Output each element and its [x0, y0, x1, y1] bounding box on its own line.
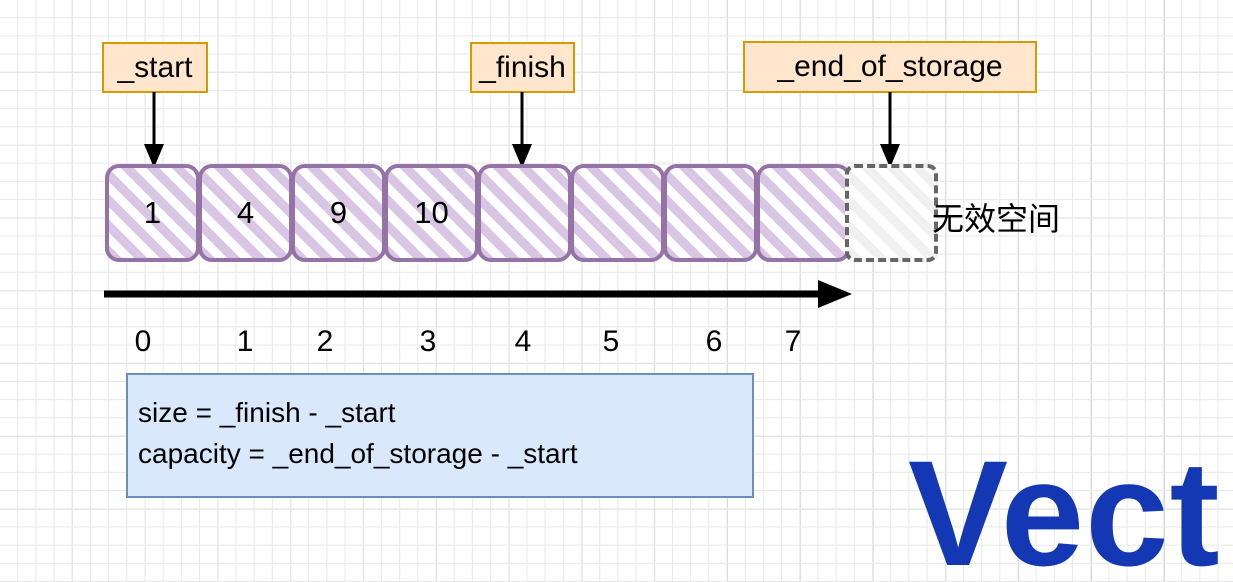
index-label-7: 7 — [784, 325, 802, 358]
array-cell-3-value: 10 — [414, 195, 449, 230]
pointer-arrow-finish — [512, 92, 532, 168]
array-cell-7 — [756, 164, 851, 262]
formula-line-capacity: capacity = _end_of_storage - _start — [138, 437, 578, 469]
formula-box: size = _finish - _start capacity = _end_… — [126, 373, 754, 498]
array-cell-1-value: 4 — [236, 195, 255, 230]
pointer-label-finish-text: _finish — [479, 50, 566, 84]
pointer-arrow-end-of-storage — [880, 92, 900, 168]
index-label-3: 3 — [419, 325, 437, 358]
array-cell-0-value: 1 — [143, 195, 162, 230]
index-label-5: 5 — [602, 325, 620, 358]
array-cell-3: 10 — [384, 164, 479, 262]
pointer-label-start: _start — [102, 42, 208, 93]
invalid-space-label: 无效空间 — [932, 201, 1061, 237]
index-label-1: 1 — [236, 325, 254, 358]
pointer-arrow-start — [144, 92, 164, 168]
index-label-6: 6 — [705, 325, 723, 358]
index-label-4: 4 — [514, 325, 532, 358]
array-cell-0: 1 — [105, 164, 200, 262]
pointer-label-start-text: _start — [117, 50, 193, 84]
index-label-2: 2 — [316, 325, 334, 358]
array-cell-2-value: 9 — [329, 195, 348, 230]
index-axis-arrow — [104, 280, 852, 308]
array-cell-5 — [570, 164, 665, 262]
array-cell-1: 4 — [198, 164, 293, 262]
index-label-0: 0 — [134, 325, 152, 358]
pointer-label-end-of-storage: _end_of_storage — [743, 41, 1037, 93]
pointer-label-end-of-storage-text: _end_of_storage — [777, 50, 1003, 83]
pointer-label-finish: _finish — [470, 42, 575, 93]
watermark-text: Vect — [908, 429, 1221, 582]
formula-line-size: size = _finish - _start — [138, 397, 396, 428]
array-cell-4 — [477, 164, 572, 262]
invalid-space-cell — [845, 164, 938, 262]
array-cell-2: 9 — [291, 164, 386, 262]
array-cell-6 — [663, 164, 758, 262]
